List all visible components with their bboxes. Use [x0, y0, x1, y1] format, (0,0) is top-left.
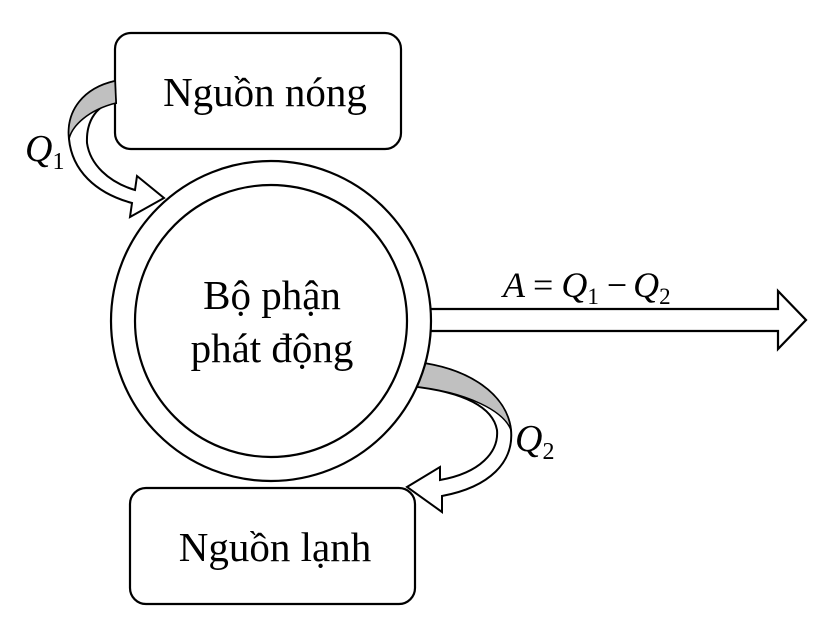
hot-source: Nguồn nóng: [113, 31, 403, 151]
q2-heat-flow-arrow: [405, 360, 513, 514]
q1-label: Q1: [25, 128, 64, 175]
q1-arrow-band: [67, 80, 117, 140]
cold-source-box: [128, 486, 417, 606]
work-output-arrow: [426, 288, 808, 352]
cold-source: Nguồn lạnh: [128, 486, 417, 606]
q2-label: Q2: [515, 418, 554, 465]
engine-label-line1: Bộ phận: [203, 272, 341, 318]
hot-source-label: Nguồn nóng: [163, 69, 367, 115]
engine-inner-circle: [133, 183, 409, 459]
engine-label-line2: phát động: [191, 325, 354, 371]
q1-heat-flow-arrow: [67, 79, 166, 219]
engine: Bộ phận phát động: [109, 159, 433, 483]
q2-arrow-band: [409, 361, 512, 431]
cold-source-label: Nguồn lạnh: [179, 524, 371, 570]
work-equation: A=Q1−Q2: [501, 265, 671, 309]
